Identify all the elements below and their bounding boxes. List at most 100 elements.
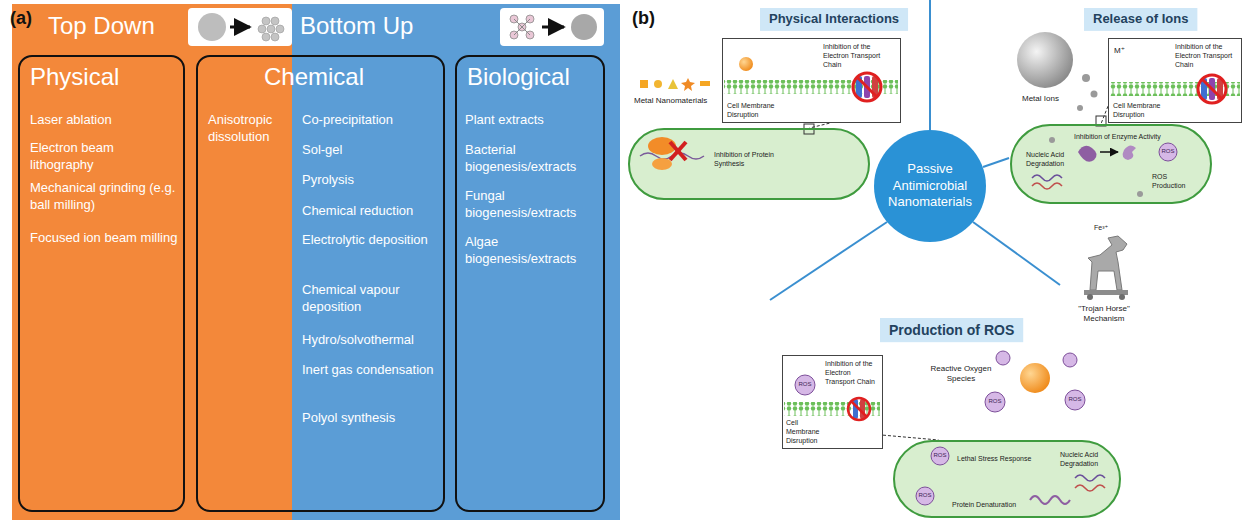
- top-down-icon: [262, 17, 270, 25]
- chemical-methods-box: ChemicalAnisotropic dissolutionCo-precip…: [196, 55, 445, 512]
- divider-line: [983, 158, 1009, 167]
- cell-interior-ros: [1075, 475, 1105, 481]
- ros-cluster: [985, 351, 1085, 412]
- cell-interior-ions: [1100, 151, 1118, 153]
- callout-label: Metal Nanomaterials: [634, 96, 734, 106]
- node-text: Protein Denaturation: [952, 500, 1034, 509]
- node-heading: Inhibition of the Electron Transport Cha…: [823, 42, 897, 69]
- cell-interior-ions: [1032, 183, 1062, 189]
- divider-line: [770, 222, 887, 300]
- metal-nanomaterials-icons: [640, 78, 710, 91]
- top-down-icon: [262, 33, 270, 41]
- node-heading: Chemical: [264, 61, 394, 92]
- ros-bubble-label: ROS: [985, 398, 1005, 405]
- connectors: [810, 106, 1109, 440]
- top-down-icon: [188, 8, 292, 46]
- section-heading-fill: [1084, 8, 1197, 31]
- ros-bubble-label: ROS: [1158, 148, 1178, 155]
- top-down-icon: [258, 25, 266, 33]
- cell-interior-ros: [1075, 485, 1105, 491]
- bottom-up-icon: [514, 27, 522, 35]
- shape-fills: [12, 4, 1242, 520]
- section-heading-fill: [880, 318, 1023, 342]
- metal-ion-illustration: [1017, 32, 1073, 88]
- cell-interior-ions: [1078, 146, 1097, 162]
- top-down-icon: [188, 8, 292, 46]
- node-heading: Lethal Stress Response: [957, 454, 1049, 463]
- metal-ion-illustration: [1091, 91, 1098, 98]
- node-heading: Physical: [30, 61, 180, 92]
- node-text: Mechanical grinding (e.g. ball milling): [30, 180, 178, 214]
- node-heading: Inhibition of Protein Synthesis: [714, 150, 786, 168]
- metal-nanomaterials-icons: [681, 78, 695, 91]
- trojan-horse-icon: [1119, 294, 1125, 300]
- callout-label: "Trojan Horse" Mechanism: [1064, 304, 1144, 323]
- top-down-region: PhysicalLaser ablationElectron beam lith…: [12, 4, 292, 520]
- node-heading: Inhibition of Enzyme Activity: [1074, 132, 1186, 141]
- node-heading: Production of ROS: [889, 321, 1014, 339]
- membrane-inset-fill: [1108, 38, 1242, 123]
- top-down-icon: [271, 17, 279, 25]
- membrane-inset-ions: [1202, 79, 1222, 99]
- node-text: Nucleic Acid Degradation: [1026, 150, 1074, 168]
- top-down-icon: [271, 33, 279, 41]
- trojan-horse-icon: [1087, 294, 1093, 300]
- node-heading: Release of Ions: [1093, 11, 1188, 28]
- ribosome-illustration: [652, 158, 672, 170]
- node-heading: Physical Interactions: [769, 11, 899, 28]
- ros-bubble-label: ROS: [915, 492, 935, 499]
- trojan-horse-icon: [1084, 236, 1128, 300]
- node-heading: Passive Antimicrobial Nanomaterials: [883, 161, 977, 212]
- bacterial-cell: Inhibition of Enzyme ActivityNucleic Aci…: [1010, 124, 1212, 204]
- bacterial-cell-fill: [893, 440, 1121, 518]
- node-text: Chemical reduction: [302, 203, 438, 220]
- bacterial-cell: Lethal Stress Response Nucleic Acid Degra…: [893, 440, 1121, 518]
- bacterial-cell-fill: [1010, 124, 1212, 204]
- cell-interior-ions: [1123, 145, 1136, 160]
- node-text: Co-precipitation: [302, 112, 438, 129]
- ros-cluster: [1065, 390, 1085, 410]
- bottom-up-icon: [510, 15, 534, 39]
- node-text: Sol-gel: [302, 142, 438, 159]
- cell-interior-ros: [1030, 496, 1070, 504]
- node-text: Pyrolysis: [302, 172, 438, 189]
- bottom-up-icon: [500, 8, 604, 46]
- panel-letter: (b): [632, 8, 672, 30]
- ribosome-illustration: [640, 124, 814, 170]
- membrane-inset: Inhibition of the Electron Transport Cha…: [722, 38, 901, 123]
- bottom-up-icon: [571, 14, 597, 40]
- trojan-horse-icon: [1088, 236, 1127, 290]
- metal-nanomaterials-icons: [668, 79, 678, 89]
- bacterial-cell-fill: [628, 128, 870, 200]
- node-text: Chemical vapour deposition: [302, 282, 438, 316]
- cell-interior-ros: [931, 447, 949, 465]
- center-circle-fill: [874, 130, 986, 242]
- node-text: Nucleic Acid Degradation: [1060, 450, 1108, 468]
- membrane-inset: Inhibition of the Electron Transport Cha…: [1108, 38, 1242, 123]
- membrane-inset: Inhibition of the Electron Transport Cha…: [782, 355, 883, 449]
- node-text: Plant extracts: [465, 112, 601, 129]
- metal-nanomaterials-icons: [640, 80, 648, 88]
- ros-cluster: [1020, 363, 1050, 393]
- bottom-up-icon: [522, 19, 530, 27]
- bottom-up-icon: [514, 19, 530, 35]
- metal-ion-illustration: [1077, 105, 1083, 111]
- top-down-icon: [198, 13, 226, 41]
- membrane-inset-ros: [848, 398, 870, 420]
- metal-nanomaterials-icons: [654, 80, 662, 88]
- top-down-icon: [258, 17, 284, 41]
- membrane-inset-ros: [795, 375, 815, 395]
- biological-methods-box: BiologicalPlant extractsBacterial biogen…: [455, 55, 605, 512]
- node-text: Fungal biogenesis/extracts: [465, 188, 601, 222]
- divider-line: [973, 222, 1060, 285]
- metal-ion-illustration: [1082, 74, 1090, 82]
- section-heading: Release of Ions: [1084, 8, 1197, 31]
- callout-label: Reactive Oxygen Species: [924, 364, 998, 383]
- membrane-inset-fill: [782, 355, 883, 449]
- membrane-inset-physical: [853, 73, 881, 101]
- ros-cluster: [1063, 353, 1077, 367]
- node-text: Cell Membrane Disruption: [727, 101, 789, 119]
- bottom-up-icon: [514, 19, 522, 27]
- ribosome-illustration: [670, 142, 686, 160]
